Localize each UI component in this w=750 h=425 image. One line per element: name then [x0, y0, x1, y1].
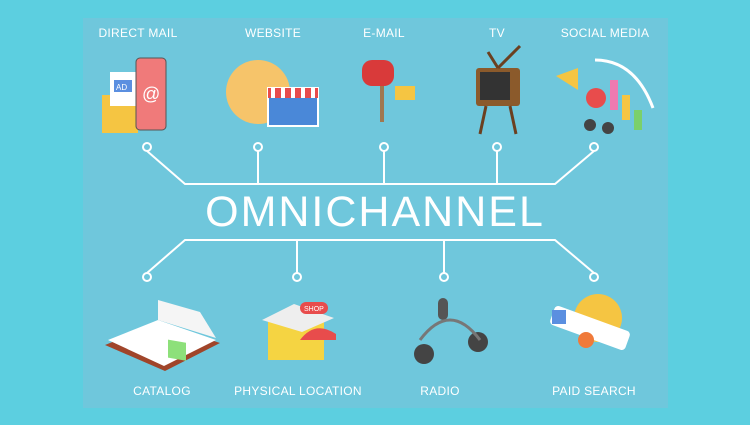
microphone-headphones-icon: [414, 298, 488, 364]
label-paid-search: PAID SEARCH: [552, 384, 636, 398]
label-catalog: CATALOG: [133, 384, 191, 398]
svg-text:@: @: [142, 84, 160, 104]
television-icon: [476, 44, 522, 135]
globe-storefront-icon: [226, 60, 319, 127]
ad-text: AD: [116, 83, 127, 92]
open-book-icon: [105, 300, 220, 371]
megaphone-chart-icon: [556, 58, 655, 134]
label-radio: RADIO: [420, 384, 460, 398]
label-website: WEBSITE: [244, 26, 302, 40]
envelope-phone-icon: AD @: [102, 57, 167, 133]
shop-icon: SHOP: [262, 302, 336, 360]
mailbox-icon: [362, 60, 415, 122]
label-direct-mail: DIRECT MAIL: [98, 26, 178, 40]
shop-text: SHOP: [304, 306, 324, 313]
label-social-media: SOCIAL MEDIA: [560, 26, 650, 40]
label-physical-location: PHYSICAL LOCATION: [234, 384, 362, 398]
omnichannel-title: OMNICHANNEL: [205, 188, 545, 236]
label-tv: TV: [489, 26, 505, 40]
label-email: E-MAIL: [363, 26, 405, 40]
search-coin-icon: [550, 294, 630, 350]
